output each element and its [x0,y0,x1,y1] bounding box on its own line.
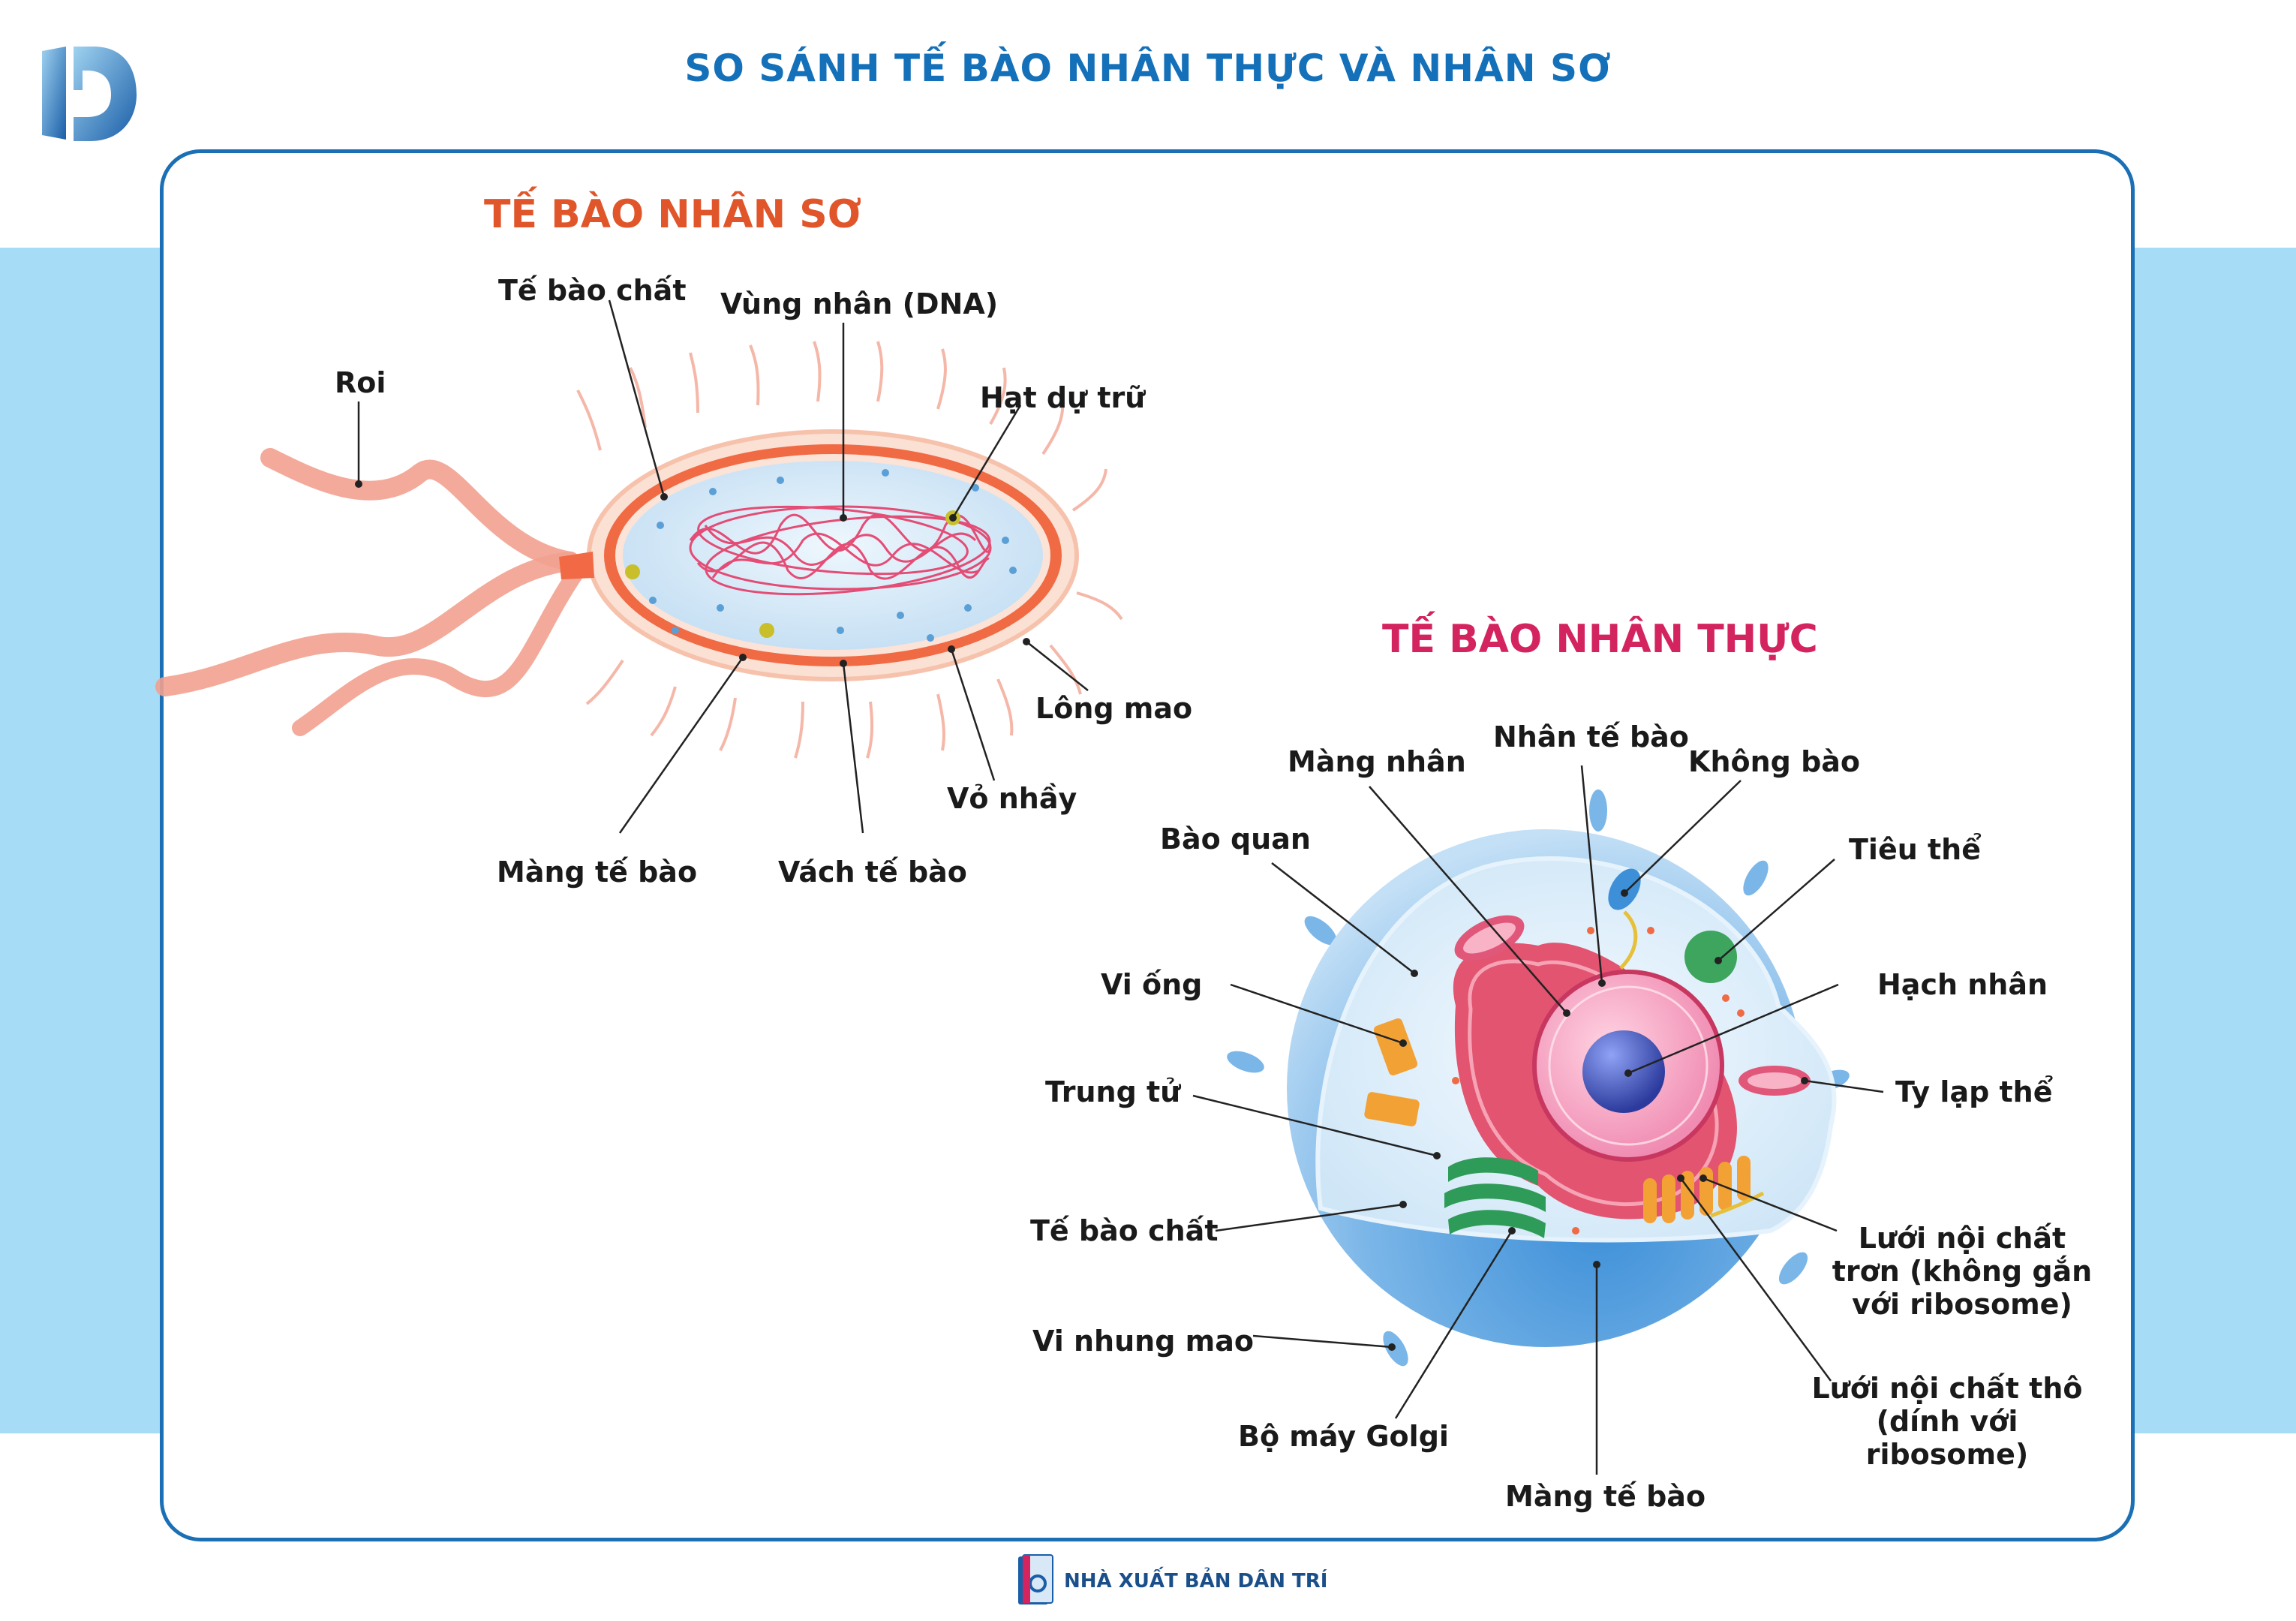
label-eukaryote-cytoplasm: Tế bào chất [1030,1214,1219,1247]
brand-logo-icon [42,47,137,141]
label-capsule: Vỏ nhầy [947,782,1077,815]
eukaryote-heading: TẾ BÀO NHÂN THỰC [1382,617,1818,662]
label-nucleolus: Hạch nhân [1877,968,2048,1001]
ribosomes [649,469,1017,642]
nucleolus [1582,1030,1665,1113]
label-mitochondria: Ty lạp thể [1895,1075,2053,1108]
label-centriole: Trung tử [1045,1075,1181,1108]
label-nuclear-membrane: Màng nhân [1288,745,1466,778]
label-storage-granule: Hạt dự trữ [980,381,1146,414]
microtubule-organelle [1364,1018,1420,1126]
flagellum-base [559,552,594,579]
microvilli [1227,789,1850,1367]
label-prokaryote-membrane: Màng tế bào [497,856,698,889]
publisher-logo-icon [1018,1554,1053,1604]
golgi [1444,1157,1546,1238]
label-cell-wall: Vách tế bào [778,856,967,889]
label-microvilli: Vi nhung mao [1032,1325,1254,1358]
label-nucleoid: Vùng nhân (DNA) [720,287,999,320]
label-nucleus: Nhân tế bào [1493,720,1689,753]
prokaryote-heading: TẾ BÀO NHÂN SƠ [484,192,862,237]
prokaryote-leader-dots [355,480,1030,667]
prokaryote-leader-lines [357,299,1089,834]
pili [576,341,1123,759]
label-rough-er: Lưới nội chất thô (dính với ribosome) [1811,1372,2083,1471]
content-panel [160,149,2135,1541]
label-microtubule: Vi ống [1101,968,1203,1001]
label-smooth-er: Lưới nội chất trơn (không gắn với riboso… [1832,1222,2093,1321]
label-organelle: Bào quan [1160,823,1311,856]
microtubule [1619,910,1638,970]
nucleoid-dna [689,505,992,596]
eukaryote-leader-lines [1192,765,1884,1475]
label-vacuole: Không bào [1688,745,1861,778]
page-title: SO SÁNH TẾ BÀO NHÂN THỰC VÀ NHÂN SƠ [684,47,1612,90]
lysosome [1684,931,1737,983]
eukaryote-ribosomes [1452,927,1745,1235]
label-lysosome: Tiêu thể [1849,833,1981,866]
label-flagellum: Roi [335,366,386,399]
label-prokaryote-cytoplasm: Tế bào chất [498,274,687,307]
label-eukaryote-membrane: Màng tế bào [1505,1480,1706,1513]
eukaryote-leader-dots [1388,889,1808,1351]
flagella [155,448,586,736]
publisher-name: NHÀ XUẤT BẢN DÂN TRÍ [1064,1570,1328,1592]
label-golgi: Bộ máy Golgi [1238,1420,1449,1453]
mitochondria [1454,915,1811,1096]
label-pili: Lông mao [1035,692,1193,725]
